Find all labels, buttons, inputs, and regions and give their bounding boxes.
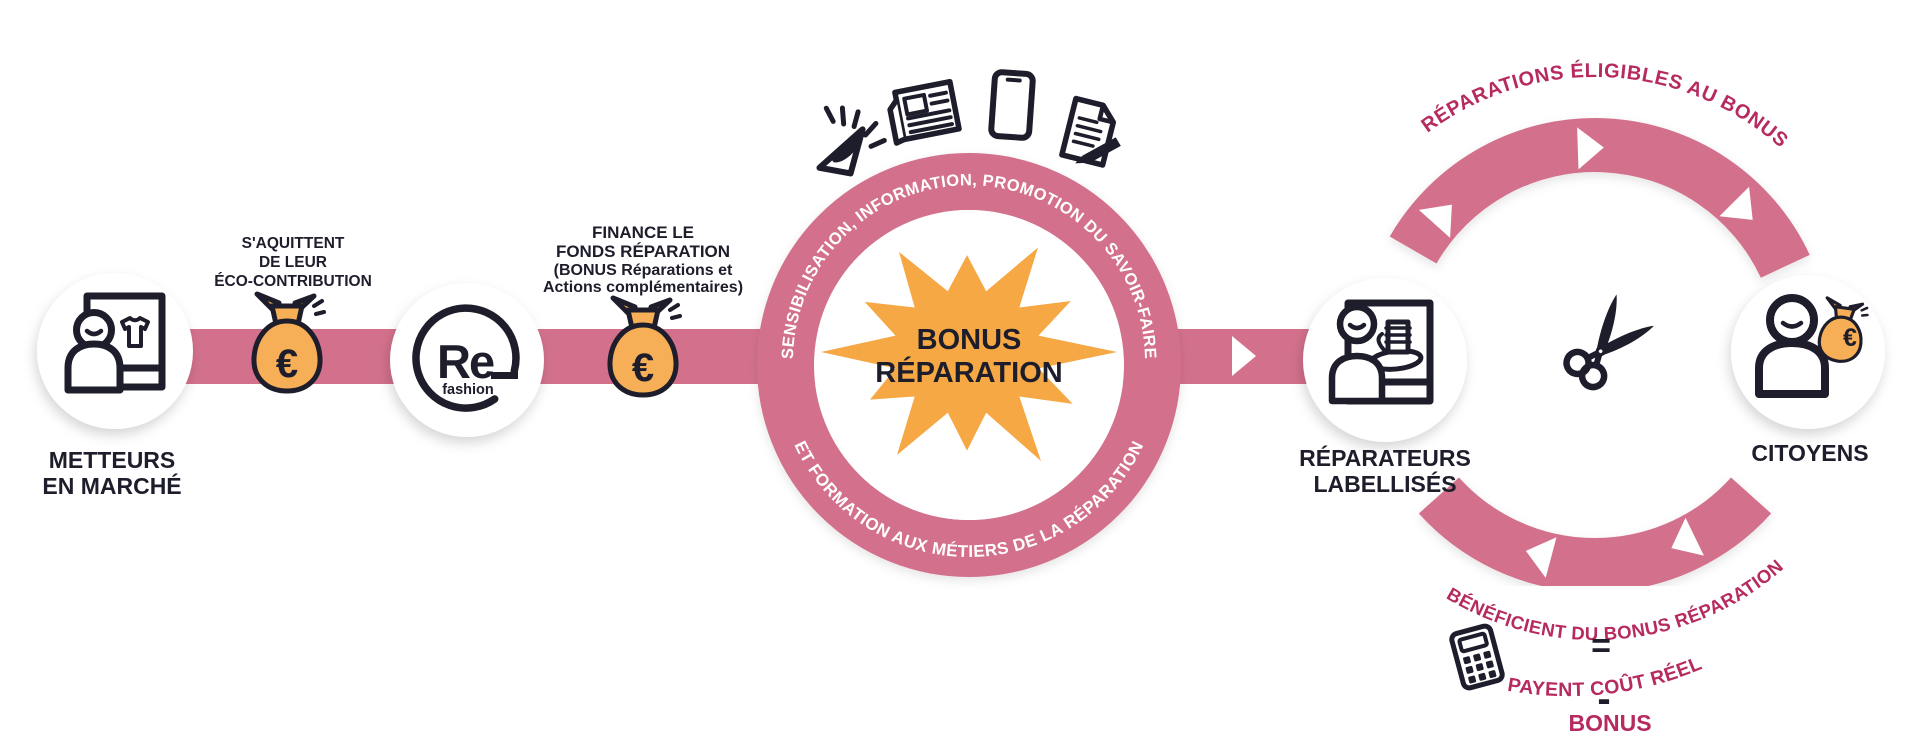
person-icon (64, 309, 124, 394)
minus-sign: - (1597, 677, 1610, 721)
refashion-logo-underscore (491, 372, 518, 379)
money-bag-icon: € (254, 294, 324, 391)
media-icons (816, 69, 1121, 177)
refashion-logo-sub: fashion (442, 382, 494, 398)
metteurs-label-line1: METTEURS (49, 447, 176, 473)
finance-note: FINANCE LE FONDS RÉPARATION (BONUS Répar… (543, 223, 743, 296)
reparateurs-label-line2: LABELLISÉS (1313, 470, 1456, 497)
svg-text:FONDS RÉPARATION: FONDS RÉPARATION (556, 242, 730, 261)
document-pen-icon (1059, 95, 1121, 168)
cycle-arcs (1389, 118, 1810, 593)
star-label-line2: RÉPARATION (875, 355, 1062, 389)
hub-star: BONUS RÉPARATION (821, 247, 1117, 461)
eco-contribution-note: S'AQUITTENT DE LEUR ÉCO-CONTRIBUTION (214, 235, 372, 290)
svg-text:ÉCO-CONTRIBUTION: ÉCO-CONTRIBUTION (214, 273, 372, 290)
person-icon (1755, 294, 1829, 398)
cycle-arrow (1418, 204, 1452, 238)
cycle-arrow (1671, 517, 1704, 556)
person-icon (1328, 303, 1386, 405)
refashion-logo-main: Re (437, 335, 494, 388)
megaphone-icon (816, 105, 887, 177)
cycle-arrow (1525, 537, 1557, 578)
euro-symbol: € (1843, 324, 1857, 352)
money-bag-icon: € (610, 298, 680, 395)
svg-text:Actions complémentaires): Actions complémentaires) (543, 279, 743, 296)
smartphone-icon (988, 69, 1036, 141)
svg-text:DE LEUR: DE LEUR (259, 254, 327, 271)
flow-arrow (1232, 336, 1256, 376)
reparateurs-label-line1: RÉPARATEURS (1299, 444, 1471, 471)
refashion-node: Re fashion (390, 283, 544, 437)
svg-text:S'AQUITTENT: S'AQUITTENT (242, 235, 345, 252)
citoyens-node: € CITOYENS (1731, 275, 1885, 466)
svg-text:FINANCE LE: FINANCE LE (592, 223, 694, 242)
metteurs-node: METTEURS EN MARCHÉ (37, 273, 193, 499)
cycle-arrow (1577, 127, 1604, 170)
reparateurs-node: RÉPARATEURS LABELLISÉS (1299, 278, 1471, 497)
euro-symbol: € (276, 342, 298, 386)
scissors-icon (1563, 294, 1654, 391)
newspaper-icon (887, 78, 962, 146)
euro-symbol: € (632, 346, 654, 390)
refashion-logo-circle (412, 304, 520, 412)
cycle-top-arc (1389, 118, 1810, 279)
svg-text:(BONUS Réparations et: (BONUS Réparations et (554, 262, 733, 279)
tshirt-icon (120, 316, 150, 348)
citoyens-label: CITOYENS (1751, 440, 1868, 466)
star-label-line1: BONUS (917, 324, 1022, 356)
money-bag-icon: € (1815, 296, 1871, 366)
cycle-arrow (1719, 186, 1753, 220)
calculator-icon (1449, 623, 1505, 691)
metteurs-label-line2: EN MARCHÉ (42, 472, 181, 499)
cycle-bottom-arc (1418, 477, 1772, 593)
bonus-text: BONUS (1568, 710, 1651, 736)
equals-sign: = (1591, 627, 1611, 665)
